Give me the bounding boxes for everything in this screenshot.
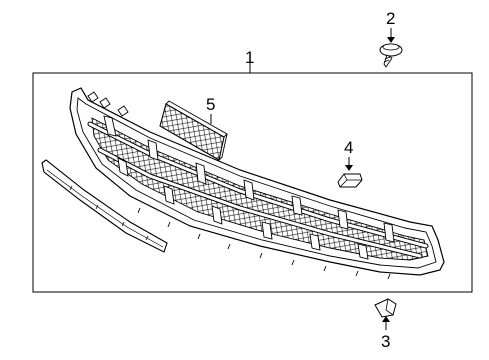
- callout-3-label: 3: [381, 332, 390, 351]
- callout-5: 5: [159, 95, 228, 161]
- callout-3: 3: [374, 298, 397, 351]
- mesh-insert-part: [159, 100, 228, 161]
- lower-molding-strip: [41, 159, 168, 253]
- callout-4: 4: [337, 138, 363, 188]
- callout-1: 1: [245, 48, 254, 73]
- callout-2-label: 2: [386, 9, 395, 28]
- bracket-clip-part: [337, 173, 363, 188]
- screw-part: [379, 43, 403, 68]
- callout-2: 2: [379, 9, 403, 68]
- grille-assembly: [69, 87, 445, 280]
- assembly-frame: [32, 72, 473, 293]
- callout-1-label: 1: [245, 48, 254, 67]
- callout-5-label: 5: [206, 95, 215, 114]
- clip-part: [374, 298, 397, 318]
- callout-4-label: 4: [344, 138, 353, 157]
